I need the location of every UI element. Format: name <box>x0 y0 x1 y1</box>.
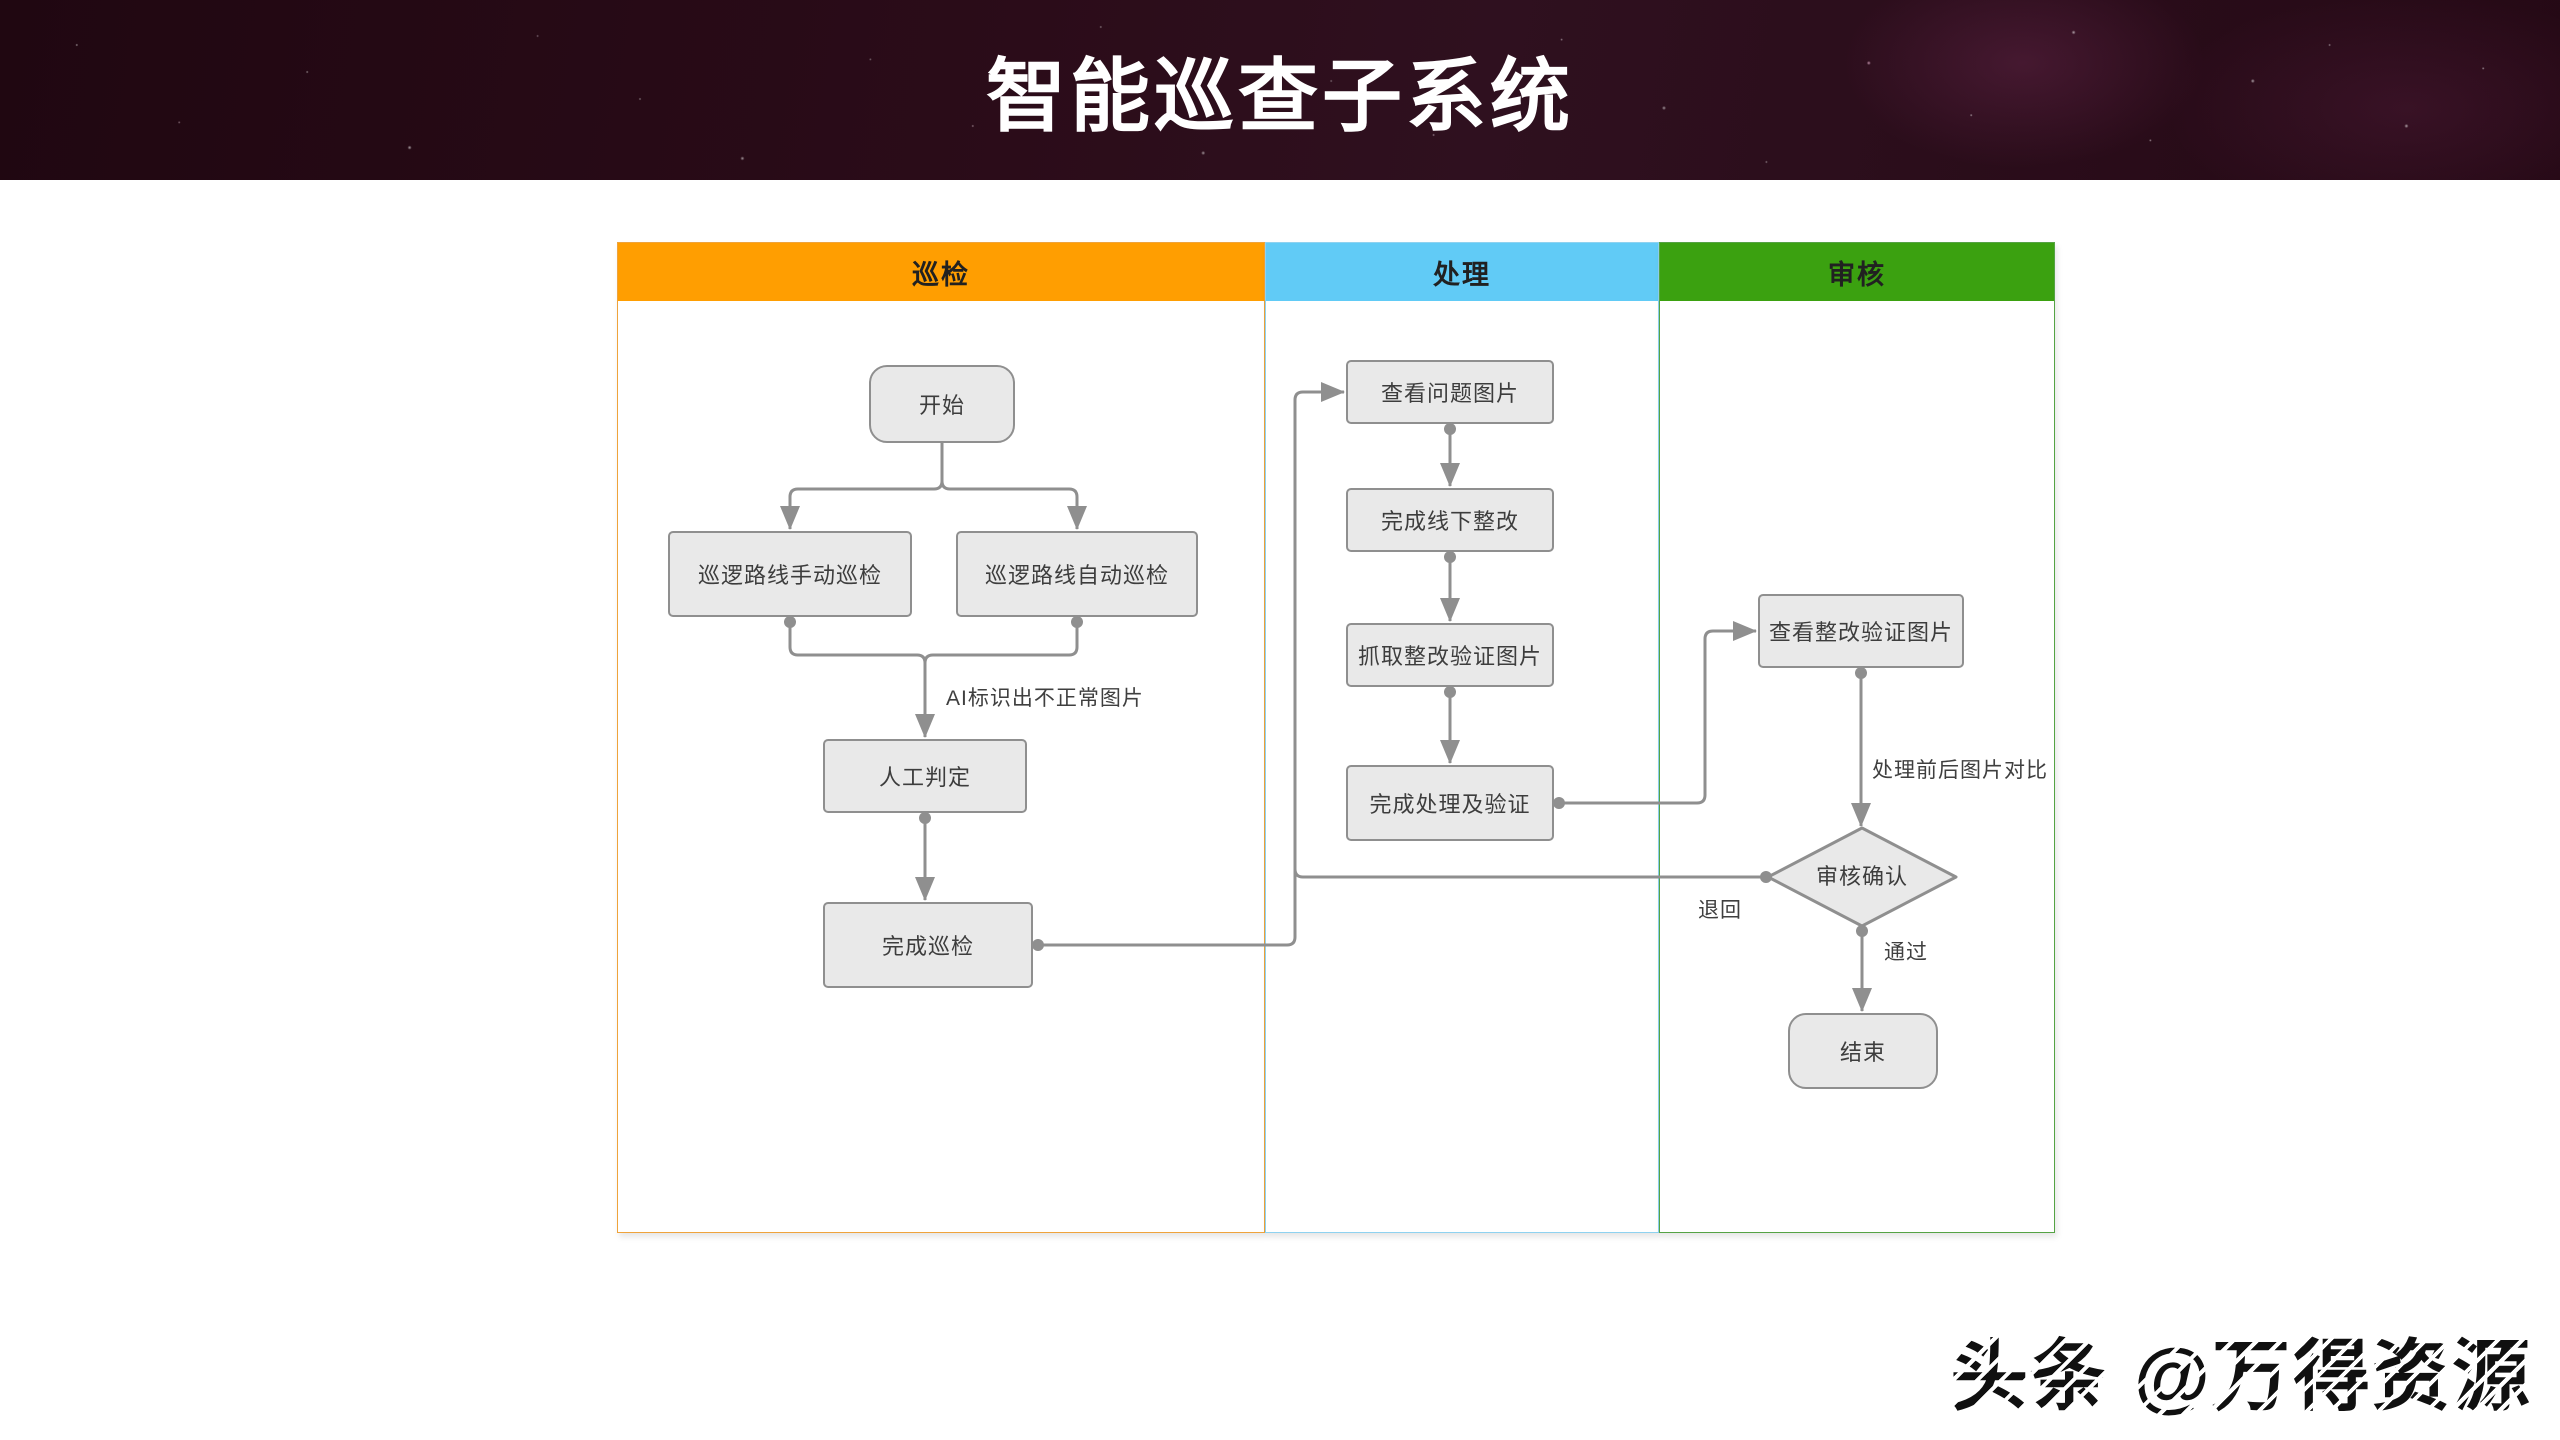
node-end: 结束 <box>1788 1013 1938 1089</box>
lane-header-inspection: 巡检 <box>618 243 1264 301</box>
edge-label-return: 退回 <box>1698 899 1742 922</box>
watermark: 头条 @万得资源 <box>1950 1314 2532 1426</box>
node-start: 开始 <box>869 365 1015 443</box>
edge-label-ai-flag: AI标识出不正常图片 <box>946 687 1144 710</box>
node-capture-verification-pictures: 抓取整改验证图片 <box>1346 623 1554 687</box>
title-banner: 智能巡查子系统 <box>0 0 2560 180</box>
edge-label-pass: 通过 <box>1884 941 1928 964</box>
node-view-rectification-pictures: 查看整改验证图片 <box>1758 594 1964 668</box>
node-review-confirm: 审核确认 <box>1815 864 1908 889</box>
node-finish-inspection: 完成巡检 <box>823 902 1033 988</box>
node-auto-patrol: 巡逻路线自动巡检 <box>956 531 1198 617</box>
page-title: 智能巡查子系统 <box>986 52 1574 141</box>
node-finish-processing-verification: 完成处理及验证 <box>1346 765 1554 841</box>
node-manual-patrol: 巡逻路线手动巡检 <box>668 531 912 617</box>
node-view-problem-pictures: 查看问题图片 <box>1346 360 1554 424</box>
lane-header-review: 审核 <box>1660 243 2054 301</box>
node-manual-judge: 人工判定 <box>823 739 1027 813</box>
edge-label-compare: 处理前后图片对比 <box>1872 759 2048 782</box>
lane-header-processing: 处理 <box>1266 243 1658 301</box>
node-offline-rectification: 完成线下整改 <box>1346 488 1554 552</box>
